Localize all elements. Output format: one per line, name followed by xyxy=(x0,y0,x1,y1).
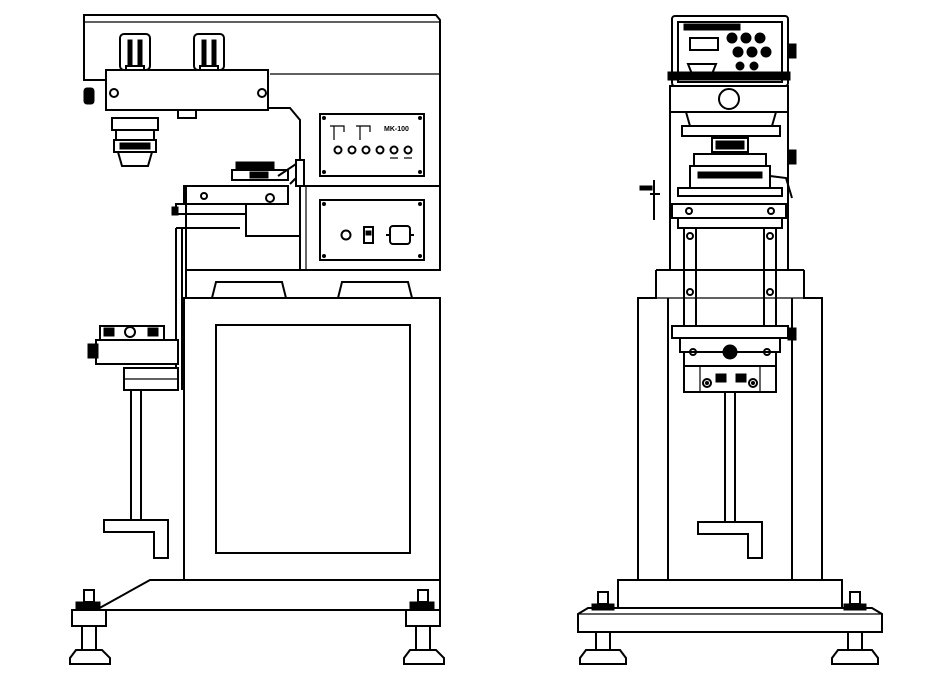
front-cabinet xyxy=(637,269,823,580)
front-foot-right xyxy=(831,591,879,665)
side-lower-cabinet xyxy=(183,297,441,581)
side-foot-right xyxy=(403,589,445,665)
side-knob-left xyxy=(83,87,95,105)
front-pad-assembly xyxy=(639,137,793,220)
front-work-table xyxy=(671,325,797,393)
side-upper-body xyxy=(185,186,441,298)
side-base-frame xyxy=(92,579,441,611)
panel-label: MK-100 xyxy=(384,126,409,133)
side-slide-block xyxy=(105,69,269,111)
front-foot-left xyxy=(579,591,627,665)
front-base-plinth xyxy=(617,579,843,609)
side-cylinder-right xyxy=(193,33,225,73)
side-pad-holder xyxy=(111,117,159,167)
front-view xyxy=(577,15,883,665)
side-view: MK-100 xyxy=(69,14,445,665)
front-base-plate xyxy=(577,607,883,633)
side-ink-cup-assembly xyxy=(171,159,305,237)
side-foot-left xyxy=(69,589,111,665)
side-cylinder-left xyxy=(119,33,151,73)
side-work-table xyxy=(87,325,179,391)
side-control-panel-lower xyxy=(319,199,425,261)
side-cabinet-door xyxy=(215,324,411,554)
side-control-panel-upper: MK-100 xyxy=(319,113,425,177)
front-control-head xyxy=(667,15,797,87)
